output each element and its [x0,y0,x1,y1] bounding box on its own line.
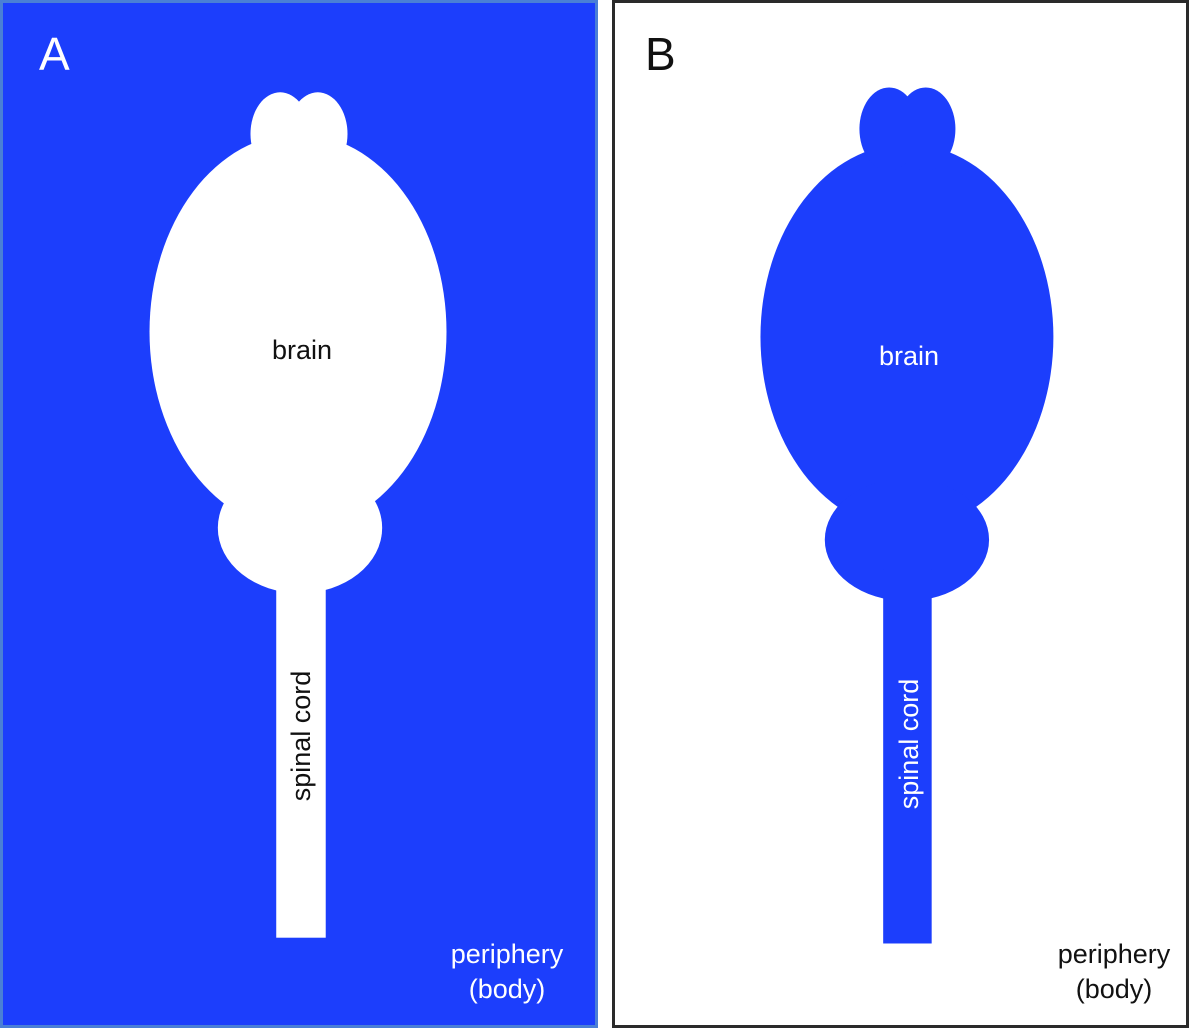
panel-b: B brain spinal cord periphery (body) [612,0,1189,1028]
periphery-label-a: periphery (body) [417,937,597,1007]
olfactory-lobe-right-b [896,87,955,170]
olfactory-lobe-right-a [288,92,347,175]
cerebrum-b [760,144,1053,530]
panel-letter-a: A [39,31,70,77]
spinal-cord-label-a: spinal cord [284,636,318,836]
nervous-system-shape-b [615,3,1186,1025]
brain-label-a: brain [202,335,402,366]
periphery-line2-a: (body) [417,972,597,1007]
brain-label-b: brain [809,341,1009,372]
nervous-system-shape-a [3,3,595,1025]
periphery-line1-a: periphery [417,937,597,972]
periphery-line2-b: (body) [1024,972,1189,1007]
periphery-label-b: periphery (body) [1024,937,1189,1007]
panel-a: A brain spinal cord periphery (body) [0,0,598,1028]
panel-letter-b: B [645,31,676,77]
periphery-line1-b: periphery [1024,937,1189,972]
spinal-cord-label-b: spinal cord [892,644,926,844]
